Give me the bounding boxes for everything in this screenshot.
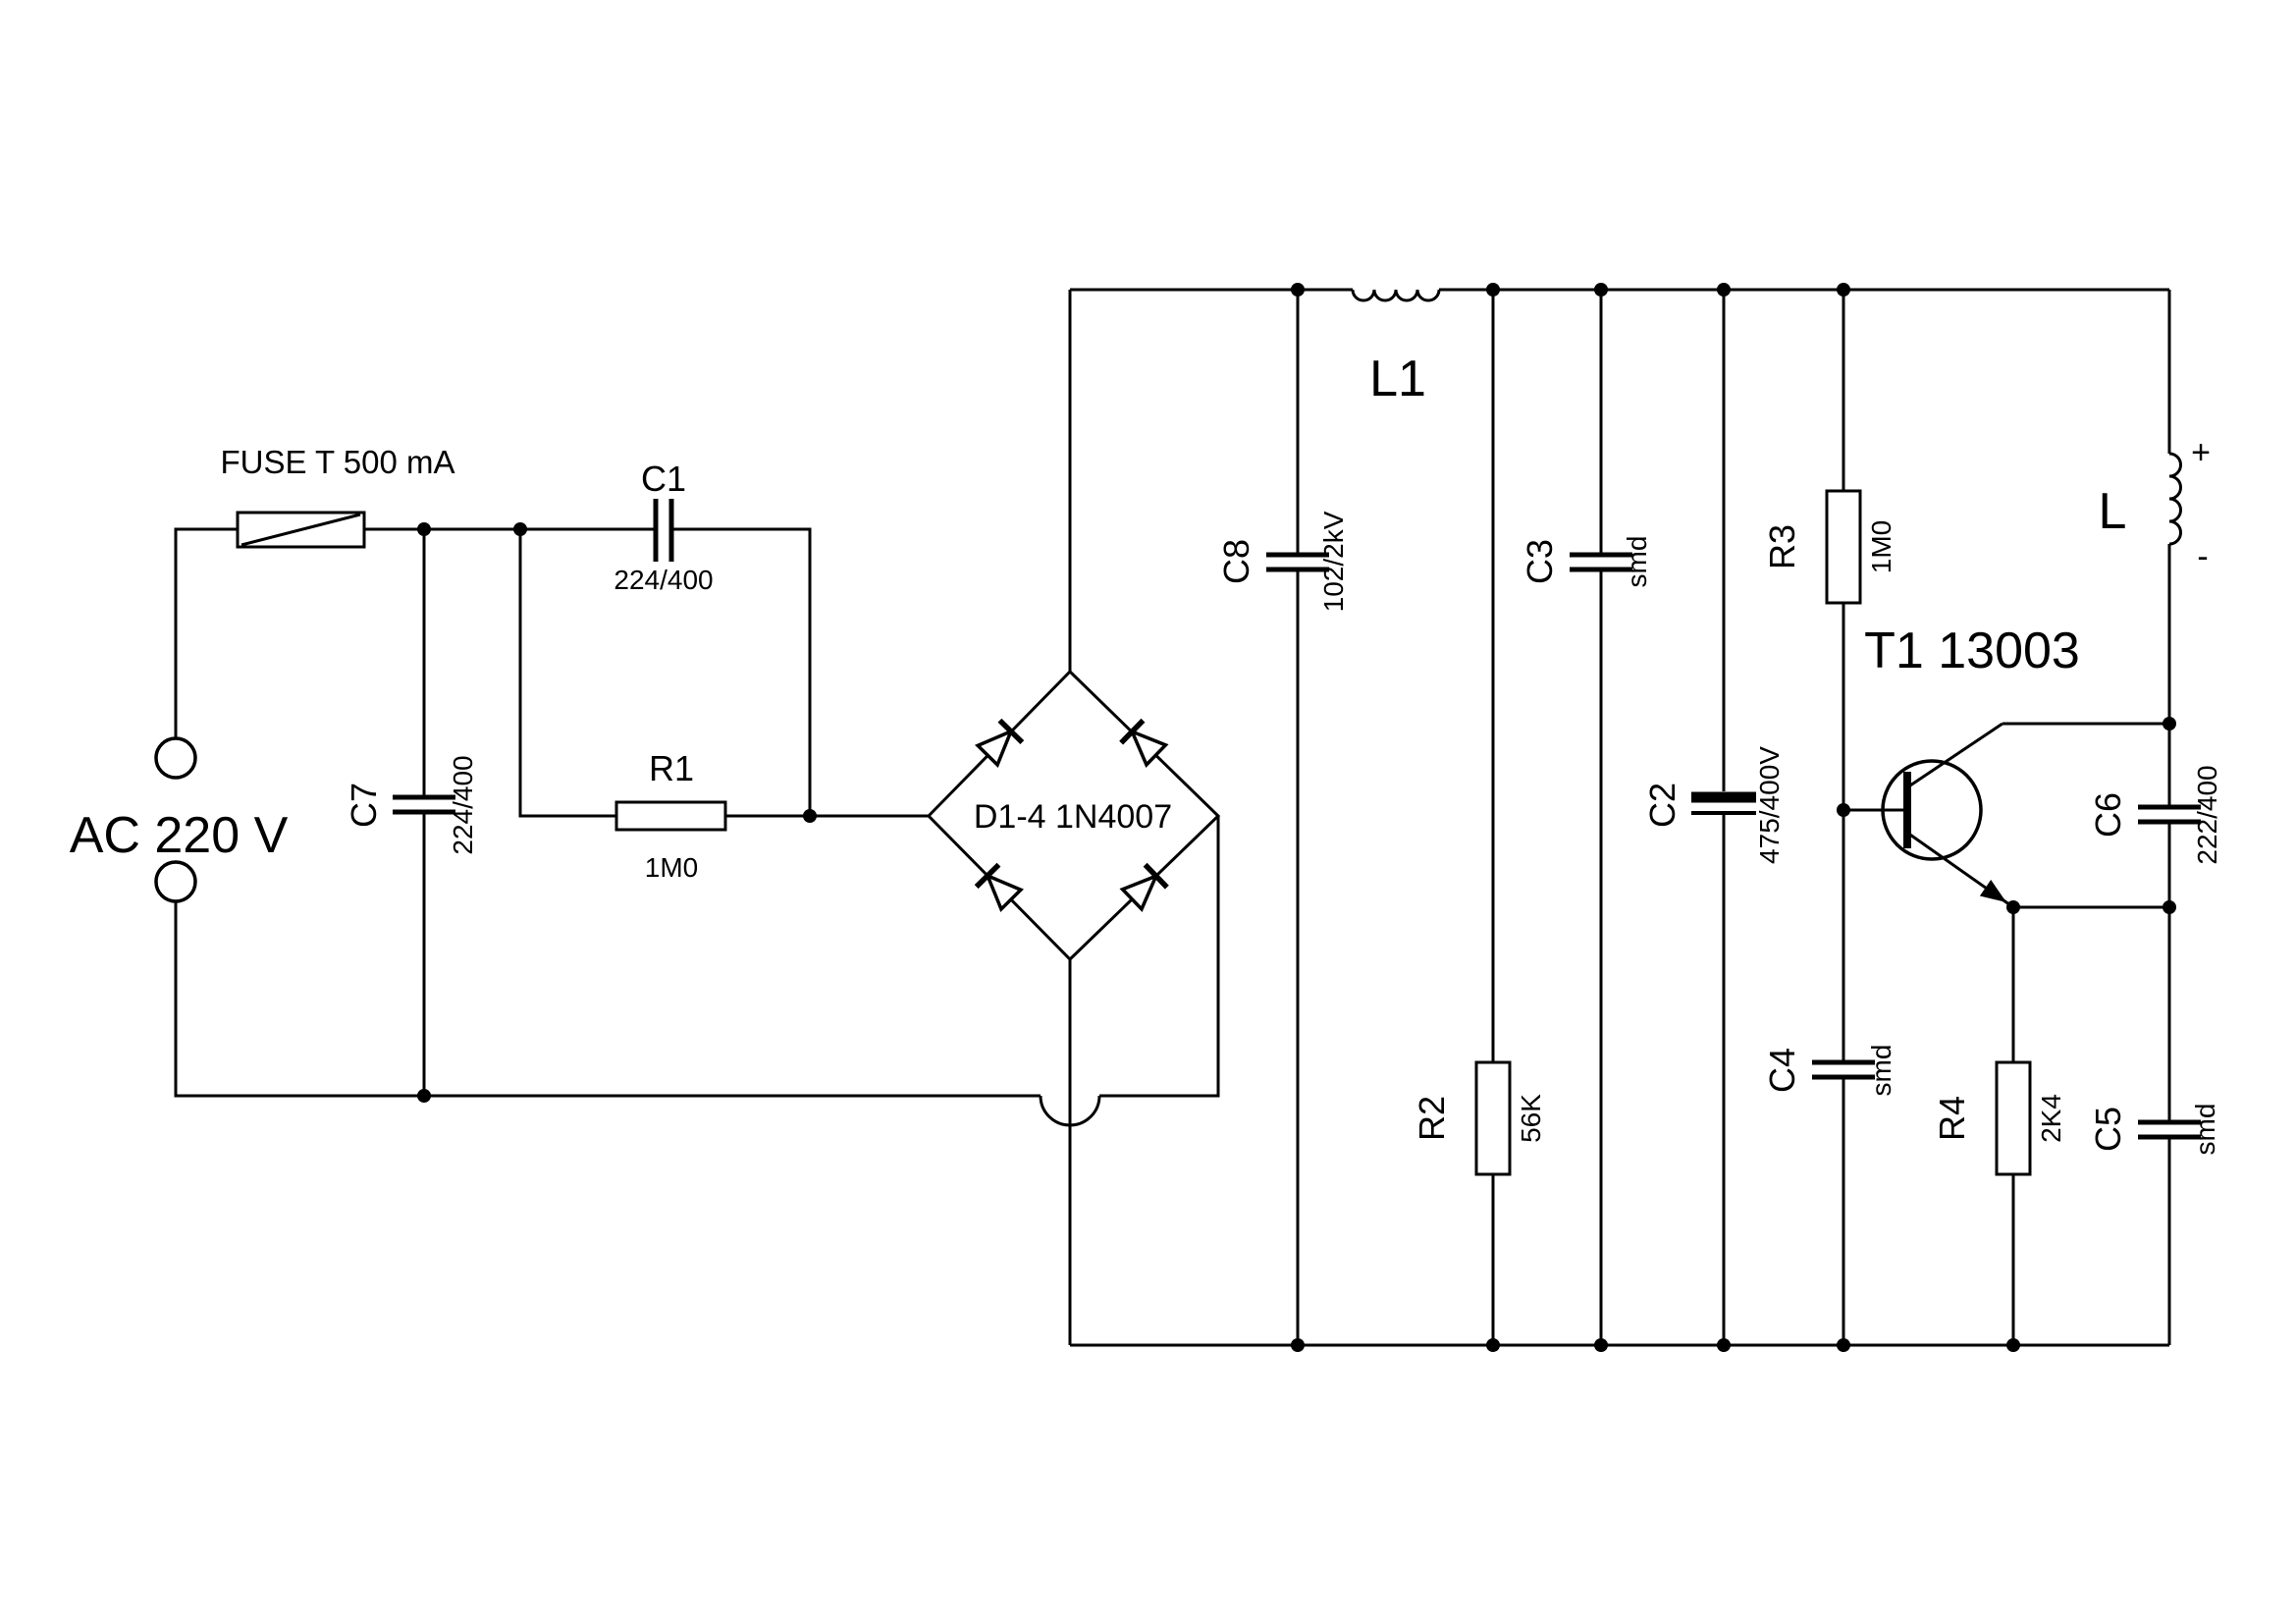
- fuse-slash: [240, 513, 361, 547]
- junction-dot: [1594, 1338, 1608, 1352]
- diode-icon: [974, 862, 1024, 913]
- junction-dot: [417, 522, 431, 536]
- r2-ref-label: R2: [1412, 1096, 1452, 1141]
- junction-dots: [417, 283, 2176, 1352]
- output-inductor: L + -: [2099, 434, 2211, 575]
- c4-ref-label: C4: [1762, 1048, 1802, 1093]
- junction-dot: [2163, 900, 2176, 914]
- fuse-label: FUSE T 500 mA: [220, 444, 454, 480]
- c5-ref-label: C5: [2088, 1107, 2128, 1152]
- c1-value-label: 224/400: [614, 565, 713, 595]
- junction-dot: [417, 1089, 431, 1103]
- ac-terminal-top: [154, 736, 197, 780]
- r4-value-label: 2K4: [2036, 1094, 2066, 1143]
- junction-dot: [1486, 283, 1500, 297]
- r4-ref-label: R4: [1932, 1096, 1972, 1141]
- junction-dot: [1594, 283, 1608, 297]
- resistor-r1: R1 1M0: [614, 748, 727, 883]
- c3-value-label: smd: [1622, 536, 1652, 588]
- junction-dot: [803, 809, 817, 823]
- resistor-body: [1995, 1060, 2032, 1176]
- bridge-label: D1-4 1N4007: [974, 798, 1172, 836]
- junction-dot: [1486, 1338, 1500, 1352]
- wire: [174, 288, 2171, 1347]
- r2-value-label: 56K: [1516, 1094, 1546, 1143]
- resistor-body: [1825, 489, 1862, 605]
- diode-icon: [975, 718, 1025, 769]
- output-minus-label: -: [2197, 538, 2208, 575]
- inductor-l1: L1: [1351, 289, 1441, 407]
- transistor-t1: T1 13003: [1864, 623, 2080, 909]
- c4-value-label: smd: [1866, 1045, 1896, 1097]
- junction-dot: [1837, 283, 1850, 297]
- capacitor-c5: C5 smd: [2088, 1104, 2220, 1156]
- r3-value-label: 1M0: [1866, 520, 1896, 573]
- resistor-r4: R4 2K4: [1932, 1060, 2066, 1176]
- c8-value-label: 102/2kV: [1318, 511, 1349, 612]
- c3-ref-label: C3: [1520, 539, 1560, 584]
- resistor-body: [1474, 1060, 1512, 1176]
- ac-source-label: AC 220 V: [70, 807, 289, 864]
- transistor-collector: [1906, 722, 2003, 789]
- junction-dot: [1837, 803, 1850, 817]
- resistor-r3: R3 1M0: [1762, 489, 1896, 605]
- resistor-body: [614, 800, 727, 832]
- c7-value-label: 224/400: [448, 755, 478, 854]
- emitter-arrow-icon: [1979, 880, 2006, 902]
- junction-dot: [2006, 1338, 2020, 1352]
- c2-value-label: 475/400V: [1754, 746, 1785, 864]
- c8-ref-label: C8: [1216, 539, 1256, 584]
- capacitor-c3: C3 smd: [1520, 536, 1652, 588]
- junction-dot: [1717, 1338, 1731, 1352]
- output-inductor-label: L: [2099, 483, 2127, 540]
- c5-value-label: smd: [2190, 1104, 2220, 1156]
- junction-dot: [1291, 1338, 1305, 1352]
- diode-bridge: D1-4 1N4007: [926, 669, 1221, 962]
- r1-ref-label: R1: [649, 748, 694, 788]
- junction-dot: [2006, 900, 2020, 914]
- resistor-r2: R2 56K: [1412, 1060, 1546, 1176]
- c6-ref-label: C6: [2088, 792, 2128, 838]
- c1-ref-label: C1: [641, 459, 686, 499]
- transistor-circle: [1881, 759, 1983, 861]
- c7-ref-label: C7: [344, 783, 384, 828]
- capacitor-c6: C6 222/400: [2088, 765, 2222, 864]
- capacitor-c8: C8 102/2kV: [1216, 511, 1349, 612]
- bridge-outline: [926, 669, 1221, 962]
- junction-dot: [513, 522, 527, 536]
- r3-ref-label: R3: [1762, 524, 1802, 569]
- ac-terminal-bottom: [154, 860, 197, 903]
- output-plus-label: +: [2191, 434, 2211, 471]
- junction-dot: [1291, 283, 1305, 297]
- capacitor-c4: C4 smd: [1762, 1045, 1896, 1097]
- t1-label: T1 13003: [1864, 623, 2080, 679]
- inductor-coil: [1351, 289, 1441, 302]
- c2-ref-label: C2: [1642, 783, 1682, 828]
- r1-value-label: 1M0: [645, 852, 698, 883]
- c6-value-label: 222/400: [2192, 765, 2222, 864]
- ac-source: AC 220 V: [70, 736, 289, 903]
- junction-dot: [2163, 717, 2176, 731]
- junction-dot: [1717, 283, 1731, 297]
- diode-icon: [1119, 862, 1169, 912]
- crossover-hop: [1039, 1095, 1101, 1127]
- diode-icon: [1119, 718, 1169, 768]
- junction-dot: [1837, 1338, 1850, 1352]
- fuse: FUSE T 500 mA: [220, 444, 455, 549]
- capacitor-c2: C2 475/400V: [1642, 746, 1785, 864]
- inductor-coil: [2168, 452, 2182, 546]
- capacitor-c1: C1 224/400: [614, 459, 713, 595]
- capacitor-c7: C7 224/400: [344, 755, 478, 854]
- l1-label: L1: [1369, 351, 1426, 407]
